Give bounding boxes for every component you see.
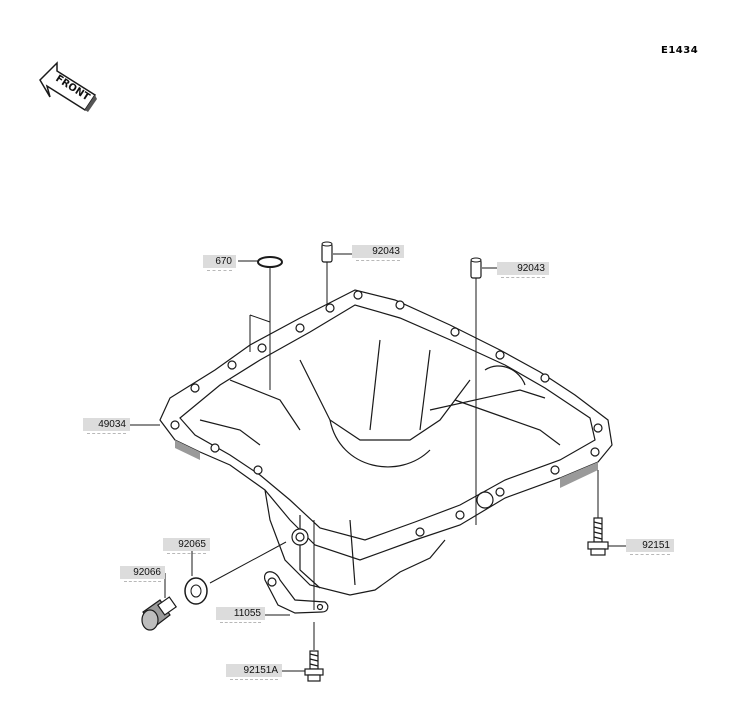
part-label-92043-right[interactable]: 92043: [497, 262, 549, 278]
part-label-92066[interactable]: 92066: [120, 566, 165, 582]
bracket-icon: [263, 571, 329, 614]
part-label-92065[interactable]: 92065: [163, 538, 210, 554]
bolt-icon: [587, 517, 609, 556]
front-arrow-icon: FRONT: [39, 61, 97, 112]
bolt-icon: [304, 650, 324, 682]
drain-plug-icon: [141, 596, 178, 631]
dowel-pin-icon: [470, 257, 482, 279]
oil-pan-drawing: [159, 289, 613, 596]
part-label-49034[interactable]: 49034: [83, 418, 130, 434]
dowel-pin-icon: [321, 241, 333, 263]
part-label-92043-left[interactable]: 92043: [352, 245, 404, 261]
o-ring-icon: [257, 256, 283, 268]
diagram-code: E1434: [661, 45, 699, 56]
part-label-92151A[interactable]: 92151A: [226, 664, 282, 680]
part-label-11055[interactable]: 11055: [216, 607, 265, 623]
part-label-92151[interactable]: 92151: [626, 539, 674, 555]
washer-icon: [184, 577, 208, 605]
part-label-670[interactable]: 670: [203, 255, 236, 271]
